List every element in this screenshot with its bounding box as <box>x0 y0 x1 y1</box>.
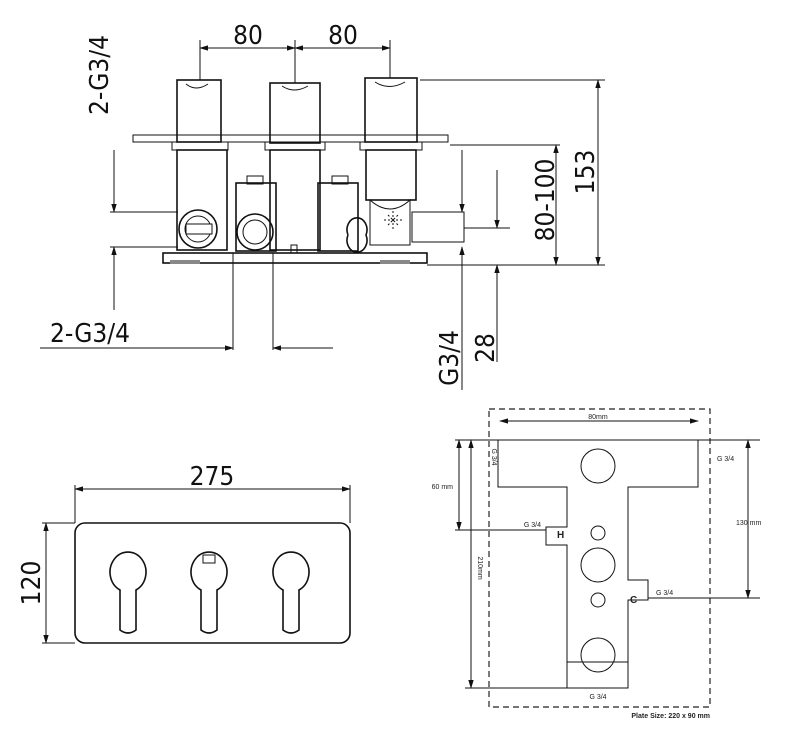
schem-total-height-text: 210mm <box>476 556 483 580</box>
cartridge-right <box>359 77 423 201</box>
outlet-pipe <box>411 211 465 243</box>
plate-height-text: 120 <box>17 561 47 606</box>
dim-top-right-text: 80 <box>328 21 358 51</box>
inlet-ring-left <box>178 209 218 249</box>
schem-left-height-text: 60 mm <box>432 484 454 491</box>
dim-bottom-offset-text: 28 <box>471 333 501 363</box>
cover-plate <box>74 522 351 644</box>
inlet-ring-right <box>236 213 274 251</box>
port-top <box>580 448 616 484</box>
port-small-1 <box>590 525 606 541</box>
wall-plate <box>132 134 449 143</box>
diverter-body <box>369 198 411 246</box>
knob-nut <box>346 217 368 253</box>
port-small-2 <box>590 592 606 608</box>
schematic-view <box>455 408 760 708</box>
plate-width-text: 275 <box>190 462 235 492</box>
valve-body-mid-left <box>235 182 277 252</box>
cartridge-left <box>171 79 229 151</box>
schem-g34-top-left-text: G 3/4 <box>490 448 497 465</box>
schem-g34-right-text: G 3/4 <box>656 590 673 597</box>
diverter-indicator <box>202 554 216 564</box>
plate-size-text: Plate Size: 220 x 90 mm <box>631 713 710 720</box>
port-center <box>580 547 616 583</box>
handle-middle <box>190 551 228 634</box>
schem-hot-label: H <box>557 530 564 541</box>
sparkle-icon <box>384 211 402 229</box>
valve-body-mid-right <box>317 182 359 252</box>
dim-right-range-text: 80-100 <box>531 159 561 242</box>
dim-left-horizontal-text: 2-G3/4 <box>50 319 130 349</box>
port-bottom <box>580 637 616 673</box>
handle-right <box>272 551 310 634</box>
schem-cold-label: C <box>630 595 637 606</box>
schem-g34-left-text: G 3/4 <box>524 522 541 529</box>
cartridge-middle <box>264 82 326 251</box>
valve-body-left <box>176 149 228 251</box>
dim-top-left-text: 80 <box>233 21 263 51</box>
dim-left-vertical-text: 2-G3/4 <box>85 35 115 115</box>
handle-left <box>109 551 147 634</box>
valve-schematic-body <box>497 439 699 663</box>
schem-g34-bottom-text: G 3/4 <box>589 694 606 701</box>
dim-right-total-text: 153 <box>571 150 601 195</box>
elevation-view <box>40 40 605 390</box>
schem-top-width-text: 80mm <box>588 414 608 421</box>
schem-right-height-text: 130 mm <box>736 520 761 527</box>
plate-outline <box>488 408 711 708</box>
schem-g34-top-right-text: G 3/4 <box>717 456 734 463</box>
front-plate-view <box>42 485 351 644</box>
dim-bottom-thread-text: G3/4 <box>435 330 465 386</box>
